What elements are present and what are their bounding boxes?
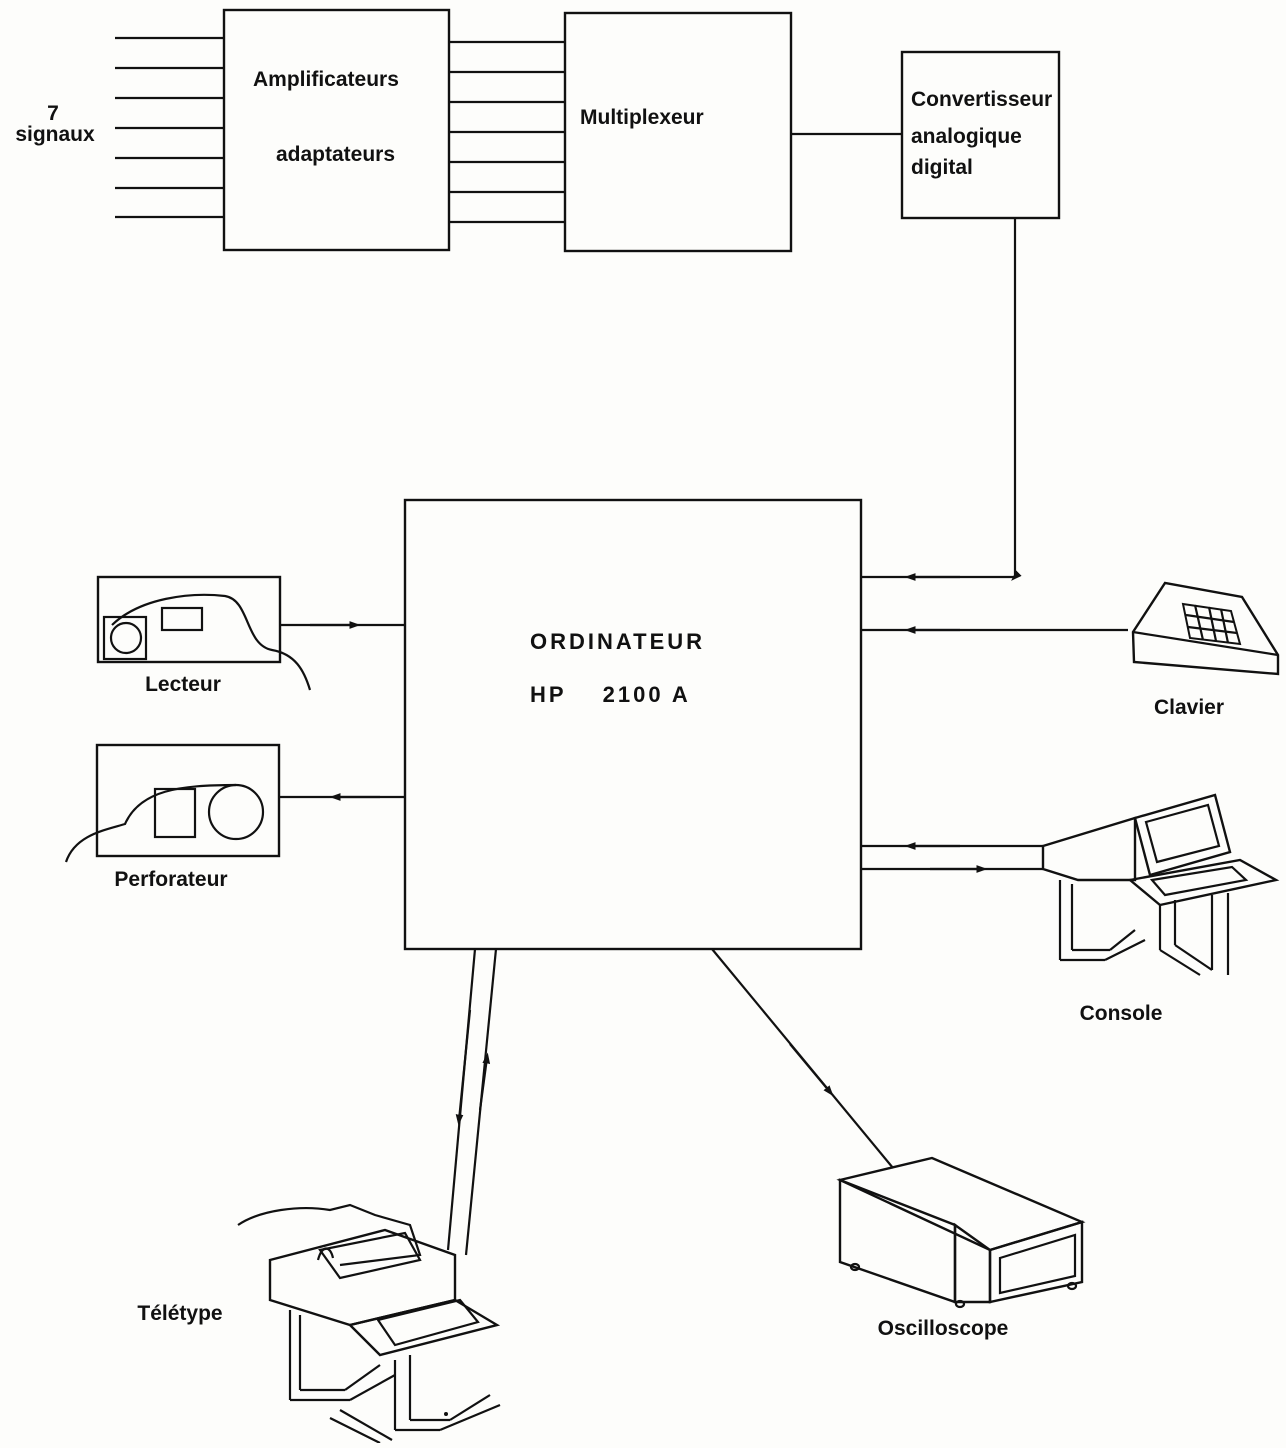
oscilloscope-drawing xyxy=(836,1156,1086,1309)
console-label: Console xyxy=(1079,1002,1163,1025)
computer-label-line1: ORDINATEUR xyxy=(530,629,706,654)
keyboard-label: Clavier xyxy=(1153,696,1225,719)
teletype-drawing xyxy=(237,1203,501,1444)
signal-label: signaux xyxy=(15,123,95,146)
computer-block xyxy=(403,498,863,951)
ink-dot xyxy=(444,1412,448,1416)
punch-label: Perforateur xyxy=(114,868,228,891)
teletype-down-arrow xyxy=(455,1009,472,1126)
input-signal-lines xyxy=(115,36,224,219)
teletype-label: Télétype xyxy=(137,1302,223,1325)
amplifier-to-multiplexer-lines xyxy=(449,40,565,224)
keyboard-drawing xyxy=(1131,581,1280,676)
multiplexer-block xyxy=(563,11,793,253)
teletype-up-arrow xyxy=(478,1052,491,1111)
reader-drawing xyxy=(96,575,312,691)
converter-label-line3: digital xyxy=(911,156,973,179)
converter-to-computer-line xyxy=(861,218,1022,581)
multiplexer-label: Multiplexeur xyxy=(580,106,704,129)
punch-drawing xyxy=(64,743,281,863)
converter-block xyxy=(900,50,1061,220)
oscilloscope-arrow xyxy=(789,1043,834,1097)
computer-label-line2: HP 2100 A xyxy=(530,682,691,707)
console-drawing xyxy=(1041,793,1280,976)
reader-label: Lecteur xyxy=(145,673,221,696)
signal-count-label: 7 xyxy=(47,102,59,125)
oscilloscope-label: Oscilloscope xyxy=(877,1317,1009,1340)
amplifiers-label-line2: adaptateurs xyxy=(276,143,396,166)
amplifiers-block xyxy=(222,8,451,252)
converter-label-line1: Convertisseur xyxy=(911,88,1053,111)
amplifiers-label-line1: Amplificateurs xyxy=(253,68,399,91)
converter-label-line2: analogique xyxy=(911,125,1022,148)
